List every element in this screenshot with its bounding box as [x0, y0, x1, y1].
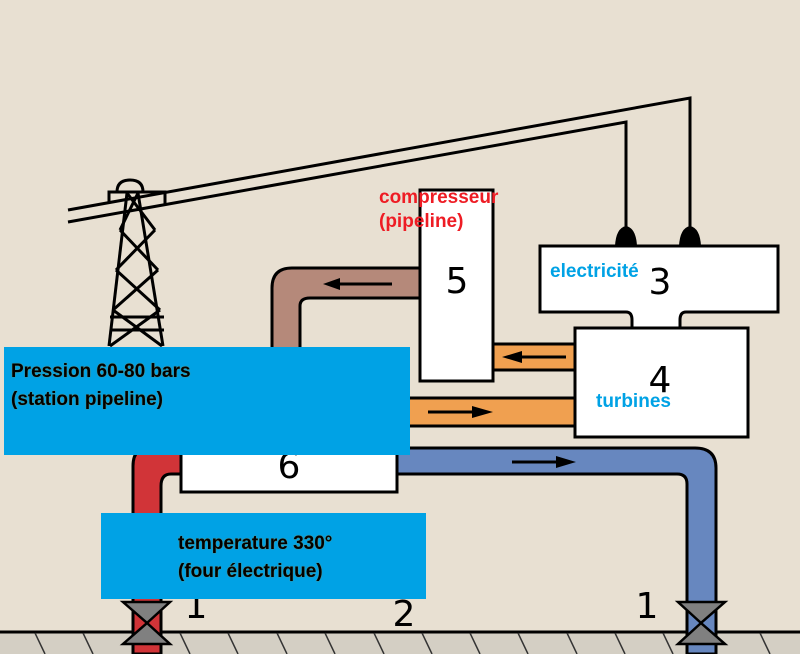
flow-arrow-icon: [502, 351, 522, 363]
flow-arrow-icon: [556, 456, 576, 468]
box-4: 4: [573, 326, 750, 439]
power-tower-icon: [107, 178, 167, 348]
valve-icon: [674, 600, 729, 646]
flow-arrow-icon: [472, 406, 493, 418]
pression-label: Pression 60-80 bars (station pipeline): [11, 358, 191, 414]
box-3-number: 3: [649, 262, 672, 303]
pression-line-1: Pression 60-80 bars: [11, 361, 191, 382]
temperature-line-1: temperature 330°: [178, 533, 333, 554]
turbines-label: turbines: [596, 391, 671, 412]
ground-label: 2: [393, 594, 416, 635]
pression-line-2: (station pipeline): [11, 389, 163, 410]
valve-icon: [119, 600, 174, 646]
valve-right-label: 1: [636, 586, 659, 627]
box-5-number: 5: [446, 261, 469, 302]
pression-overlay-inner-cutout: [400, 347, 404, 455]
ground: [0, 630, 800, 654]
ground-hatching: [34, 632, 771, 654]
temperature-overlay: [101, 513, 426, 599]
box-4-number: 4: [649, 360, 672, 401]
cold-pipe: [395, 446, 718, 654]
electricite-label: electricité: [550, 261, 639, 282]
compresseur-line-2: (pipeline): [379, 211, 464, 232]
box-3: 3: [538, 244, 780, 330]
box-5: 5: [418, 188, 495, 383]
connector-left: [615, 226, 637, 246]
connector-right: [679, 226, 701, 246]
compresseur-line-1: compresseur: [379, 187, 499, 208]
temperature-line-2: (four électrique): [178, 561, 323, 582]
box-6-number: 6: [278, 446, 301, 487]
steam-pipe-upper: [491, 342, 577, 372]
compresseur-label: compresseur (pipeline): [379, 186, 498, 234]
pression-overlay: [4, 347, 410, 455]
flow-arrow-icon: [323, 278, 340, 290]
temperature-label: temperature 330° (four électrique): [178, 530, 332, 586]
power-lines: [67, 96, 692, 236]
